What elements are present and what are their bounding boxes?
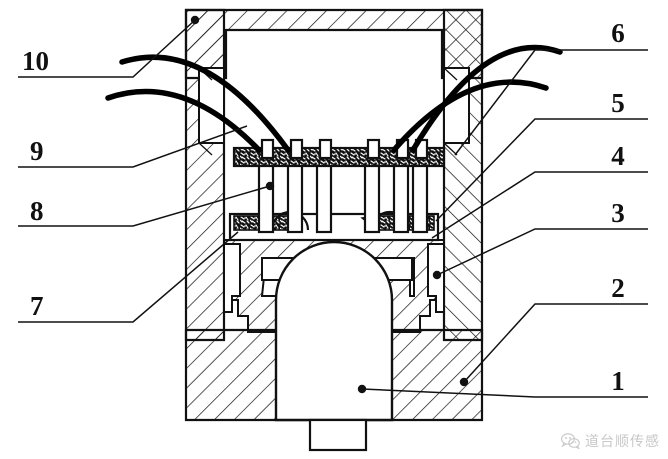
callout-label-7: 7 — [30, 291, 44, 321]
callout-label-1: 1 — [611, 366, 625, 396]
callout-dot-8 — [265, 181, 275, 191]
callout-dot-1 — [357, 384, 367, 394]
lead-wire-w3 — [410, 44, 563, 153]
watermark-text: 道台顺传感 — [585, 434, 660, 450]
callout-leader-5 — [435, 118, 648, 222]
pin-stem-1 — [257, 156, 275, 234]
dome-stub — [308, 418, 368, 452]
lead-wires — [105, 44, 563, 153]
callout-dot-2 — [459, 377, 469, 387]
callout-dot-10 — [190, 15, 200, 25]
pin-stem-3 — [315, 156, 333, 234]
lead-wire-w4 — [391, 79, 549, 153]
callout-group: 10 9 8 7 6 5 4 3 2 1 — [18, 15, 648, 398]
callout-leader-10 — [18, 19, 196, 78]
callout-leader-3 — [436, 228, 648, 276]
pin-tab-3 — [318, 138, 333, 160]
right-wall-notch — [443, 67, 470, 144]
callout-label-6: 6 — [611, 18, 625, 48]
callout-label-4: 4 — [611, 141, 625, 171]
callout-label-8: 8 — [30, 196, 44, 226]
pin-stems — [257, 156, 429, 234]
callout-label-5: 5 — [611, 88, 625, 118]
upper-ceramic-plate — [232, 146, 446, 168]
watermark: 道台顺传感 — [561, 431, 660, 451]
left-wall — [186, 10, 224, 340]
dome-element — [274, 240, 394, 452]
callout-leader-8 — [18, 185, 271, 227]
lead-wire-w1 — [105, 88, 262, 153]
callout-leader-7 — [18, 231, 239, 323]
callout-leader-9 — [18, 125, 248, 168]
callout-leader-6 — [454, 49, 648, 156]
wechat-icon — [561, 433, 580, 449]
callout-label-9: 9 — [30, 136, 44, 166]
dome-body — [274, 240, 394, 422]
callout-dot-3 — [432, 270, 442, 280]
lead-wire-w2 — [119, 54, 291, 153]
callout-leader-1 — [361, 388, 648, 398]
callout-leader-2 — [463, 303, 648, 383]
left-clamp-ring — [223, 243, 241, 313]
pin-stem-6 — [411, 156, 429, 234]
pin-tab-1 — [260, 138, 275, 160]
callout-label-10: 10 — [22, 46, 49, 76]
left-notch-hatch-2 — [198, 142, 213, 156]
pin-stem-2 — [286, 156, 304, 234]
right-wall — [444, 10, 482, 340]
callout-label-3: 3 — [611, 198, 625, 228]
upper-plate-body — [232, 146, 446, 168]
right-notch-hatch — [443, 67, 458, 81]
pin-stem-4 — [363, 156, 381, 234]
pin-stem-5 — [392, 156, 410, 234]
pin-tab-4 — [366, 138, 381, 160]
callout-leader-4 — [431, 171, 648, 239]
pin-tab-2 — [289, 138, 304, 160]
right-notch-hatch-2 — [443, 142, 458, 156]
callout-label-2: 2 — [611, 273, 625, 303]
